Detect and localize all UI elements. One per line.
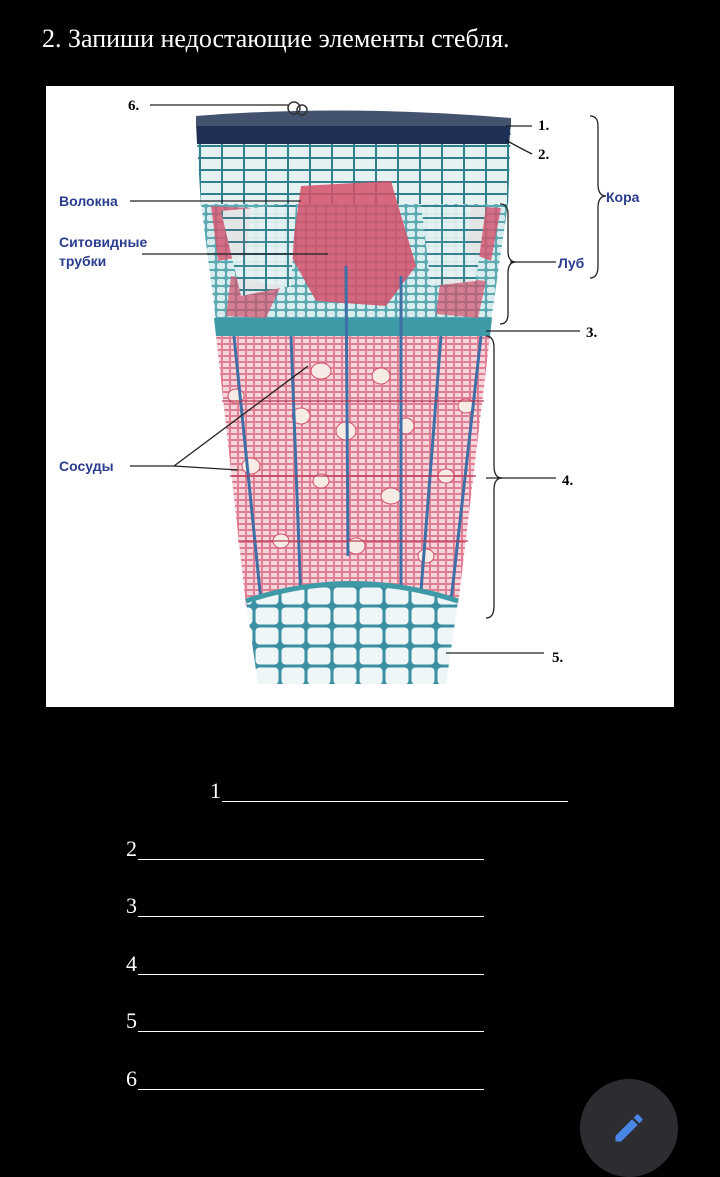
answer-row-3[interactable]: 3 xyxy=(126,887,484,917)
answer-row-2[interactable]: 2 xyxy=(126,830,484,860)
answer-row-6[interactable]: 6 xyxy=(126,1060,484,1090)
label-sosudy: Сосуды xyxy=(59,458,114,474)
answer-number: 3 xyxy=(126,893,137,918)
answer-blank-line[interactable] xyxy=(222,781,568,802)
answer-blank-line[interactable] xyxy=(138,1069,484,1090)
answer-row-5[interactable]: 5 xyxy=(126,1002,484,1032)
label-5: 5. xyxy=(552,650,564,666)
answer-number: 5 xyxy=(126,1008,137,1033)
label-lub: Луб xyxy=(558,255,585,271)
label-2: 2. xyxy=(538,147,550,163)
stem-diagram: 6. 1. 2. Волокна Ситовидные трубки Кора … xyxy=(46,86,674,707)
answer-number: 4 xyxy=(126,951,137,976)
task-title: 2. Запиши недостающие элементы стебля. xyxy=(42,24,510,53)
pencil-icon xyxy=(615,1114,643,1142)
edit-fab-button[interactable] xyxy=(580,1079,678,1177)
answer-number: 2 xyxy=(126,836,137,861)
label-4: 4. xyxy=(562,473,574,489)
stem-cross-section: 6. 1. 2. Волокна Ситовидные трубки Кора … xyxy=(59,94,640,684)
answer-row-1[interactable]: 1 xyxy=(210,772,568,802)
label-6: 6. xyxy=(128,98,140,114)
label-sitovidnye-line1: Ситовидные xyxy=(59,234,147,250)
answer-number: 6 xyxy=(126,1066,137,1091)
answer-number: 1 xyxy=(210,778,221,803)
label-kora: Кора xyxy=(606,189,640,205)
answer-blank-line[interactable] xyxy=(138,954,484,975)
answer-blank-line[interactable] xyxy=(138,839,484,860)
label-sitovidnye-line2: трубки xyxy=(59,253,106,269)
answer-blank-line[interactable] xyxy=(138,1011,484,1032)
answer-blank-line[interactable] xyxy=(138,896,484,917)
label-3: 3. xyxy=(586,325,598,341)
label-1: 1. xyxy=(538,118,550,134)
label-volokna: Волокна xyxy=(59,193,118,209)
answer-row-4[interactable]: 4 xyxy=(126,945,484,975)
